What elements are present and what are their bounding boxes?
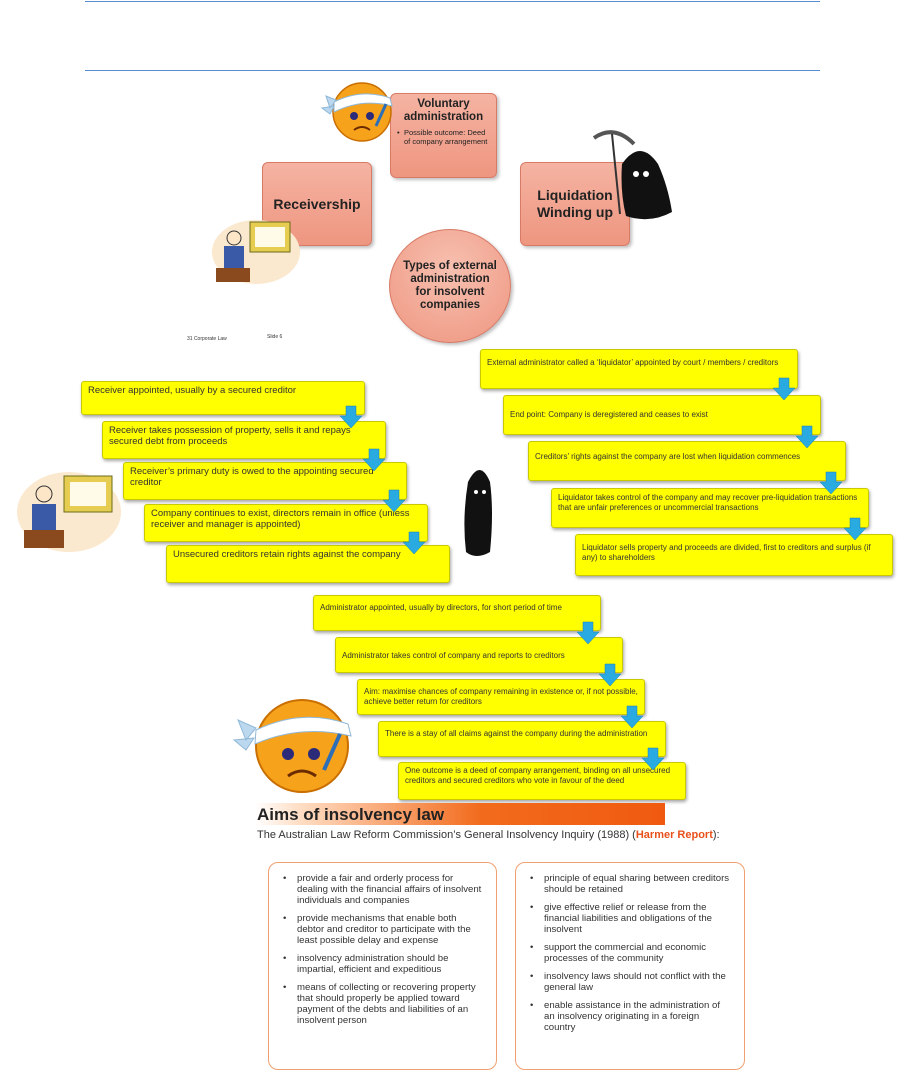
blue-arrow-icon [598, 663, 622, 687]
voluntary-bullet: •Possible outcome: Deed of company arran… [397, 128, 488, 146]
liquidation-step-1: External administrator called a ‘liquida… [480, 349, 798, 389]
painter-clipart-icon [212, 220, 300, 284]
aims-right-item: give effective relief or release from th… [530, 902, 732, 935]
receivership-step-5: Unsecured creditors retain rights agains… [166, 545, 450, 583]
blue-arrow-icon [362, 448, 386, 472]
liquidation-step-5: Liquidator sells property and proceeds a… [575, 534, 893, 576]
harmer-report-label: Harmer Report [635, 829, 713, 841]
receivership-step-4: Company continues to exist, directors re… [144, 504, 428, 542]
aims-left-item: provide a fair and orderly process for d… [283, 873, 484, 906]
administration-step-1: Administrator appointed, usually by dire… [313, 595, 601, 631]
receivership-step-1: Receiver appointed, usually by a secured… [81, 381, 365, 415]
liquidation-step-4: Liquidator takes control of the company … [551, 488, 869, 528]
sick-face-icon [320, 82, 393, 142]
voluntary-title: Voluntary administration [403, 98, 484, 123]
blue-arrow-icon [382, 489, 406, 513]
center-circle-label: Types of external administration for ins… [403, 260, 497, 311]
aims-left-item: provide mechanisms that enable both debt… [283, 913, 484, 946]
liquidation-title: Liquidation Winding up [536, 187, 614, 220]
blue-arrows [339, 377, 867, 771]
blue-arrow-icon [641, 747, 665, 771]
top-rule [85, 1, 820, 2]
sick-face-large-icon [232, 699, 352, 793]
liquidation-box: Liquidation Winding up [520, 162, 630, 246]
blue-arrow-icon [339, 405, 363, 429]
aims-left-item: insolvency administration should be impa… [283, 953, 484, 975]
blue-arrow-icon [819, 471, 843, 495]
painter-clipart-large-icon [17, 472, 121, 552]
blue-arrow-icon [795, 425, 819, 449]
liquidation-step-3: Creditors’ rights against the company ar… [528, 441, 846, 481]
administration-step-3: Aim: maximise chances of company remaini… [357, 679, 645, 715]
aims-right-panel: principle of equal sharing between credi… [515, 862, 745, 1070]
blue-arrow-icon [576, 621, 600, 645]
liquidation-step-2: End point: Company is deregistered and c… [503, 395, 821, 435]
blue-arrow-icon [402, 531, 426, 555]
footer-slide: Slide 6 [267, 334, 283, 340]
aims-title-bar [255, 803, 665, 825]
aims-right-item: enable assistance in the administration … [530, 1000, 732, 1033]
blue-arrow-icon [620, 705, 644, 729]
administration-step-5: One outcome is a deed of company arrange… [398, 762, 686, 800]
aims-subtitle: The Australian Law Reform Commission’s G… [257, 829, 720, 841]
voluntary-administration-box: Voluntary administration •Possible outco… [390, 93, 497, 178]
footer-course: 31 Corporate Law [187, 336, 227, 342]
receivership-step-3: Receiver’s primary duty is owed to the a… [123, 462, 407, 500]
header-rule [85, 70, 820, 71]
blue-arrow-icon [772, 377, 796, 401]
aims-left-panel: provide a fair and orderly process for d… [268, 862, 497, 1070]
receivership-title: Receivership [273, 196, 361, 212]
administration-step-4: There is a stay of all claims against th… [378, 721, 666, 757]
blue-arrow-icon [843, 517, 867, 541]
reaper-small-icon [464, 470, 492, 556]
aims-title: Aims of insolvency law [257, 805, 445, 824]
receivership-step-2: Receiver takes possession of property, s… [102, 421, 386, 459]
center-circle: Types of external administration for ins… [389, 229, 511, 343]
aims-left-item: means of collecting or recovering proper… [283, 982, 484, 1026]
aims-right-item: insolvency laws should not conflict with… [530, 971, 732, 993]
administration-step-2: Administrator takes control of company a… [335, 637, 623, 673]
grim-reaper-icon [592, 130, 672, 220]
aims-right-item: principle of equal sharing between credi… [530, 873, 732, 895]
aims-right-item: support the commercial and economic proc… [530, 942, 732, 964]
